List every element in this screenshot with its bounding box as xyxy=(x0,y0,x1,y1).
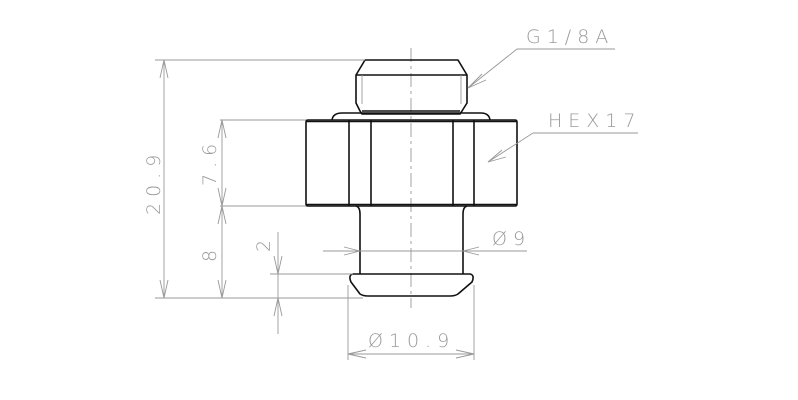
callout-hex: HEX17 xyxy=(487,110,642,163)
callout-thread: G1/8A xyxy=(467,26,615,89)
svg-text:Ø9: Ø9 xyxy=(492,228,531,250)
extension-lines xyxy=(155,59,475,360)
svg-text:G1/8A: G1/8A xyxy=(526,26,614,48)
dim-hex-height: 7.6 xyxy=(199,119,227,207)
shoulder xyxy=(331,112,491,121)
svg-text:7.6: 7.6 xyxy=(199,138,221,186)
dim-lower-height: 8 xyxy=(199,205,227,299)
svg-text:8: 8 xyxy=(199,244,221,262)
svg-text:20.9: 20.9 xyxy=(143,149,165,215)
dim-stem-diameter: Ø9 xyxy=(323,228,531,256)
hex-body xyxy=(305,119,518,207)
stem xyxy=(355,205,468,274)
dim-flange-height: 2 xyxy=(253,232,283,334)
dim-overall-height: 20.9 xyxy=(143,59,169,299)
dim-flange-diameter: Ø10.9 xyxy=(347,330,475,359)
svg-text:Ø10.9: Ø10.9 xyxy=(368,330,455,352)
flange xyxy=(349,273,474,297)
svg-text:HEX17: HEX17 xyxy=(548,110,642,132)
thread-section xyxy=(355,59,468,115)
svg-text:2: 2 xyxy=(253,234,275,252)
